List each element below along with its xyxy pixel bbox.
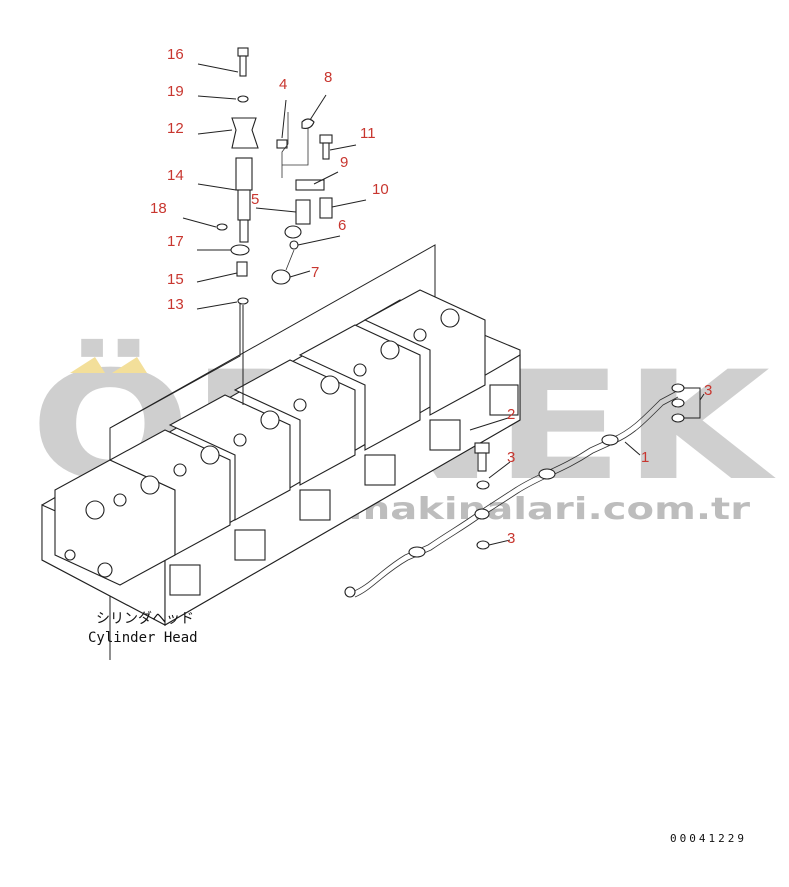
callout-11: 11 bbox=[360, 125, 376, 142]
injector-stack bbox=[216, 47, 259, 405]
washer-3 bbox=[476, 480, 490, 490]
callout-18: 18 bbox=[150, 200, 167, 217]
drawing-number: 00041229 bbox=[670, 832, 747, 845]
exhaust-ports bbox=[169, 384, 519, 596]
seal-6 bbox=[289, 240, 299, 250]
callout-10: 10 bbox=[372, 181, 389, 198]
callout-3-middle: 3 bbox=[507, 449, 515, 466]
fuel-pipe-assembly bbox=[344, 383, 685, 598]
pipe-joint bbox=[601, 434, 619, 446]
callout-9: 9 bbox=[340, 154, 348, 171]
callout-3-bottom: 3 bbox=[507, 530, 515, 547]
callout-2: 2 bbox=[507, 406, 515, 423]
caption-japanese: シリンダヘッド bbox=[96, 611, 194, 627]
washer-19 bbox=[237, 95, 249, 103]
connector-assembly bbox=[271, 112, 333, 285]
nut-4 bbox=[276, 139, 288, 149]
leader-lines bbox=[182, 63, 705, 546]
spacer-10 bbox=[319, 197, 333, 219]
pipe-joint bbox=[408, 546, 426, 558]
callout-17: 17 bbox=[167, 233, 184, 250]
connector-cap-7 bbox=[271, 269, 291, 285]
callout-1: 1 bbox=[641, 449, 649, 466]
washer-3 bbox=[671, 413, 685, 423]
callout-13: 13 bbox=[167, 296, 184, 313]
clamp-12 bbox=[231, 117, 259, 149]
watermark-accent-mark bbox=[112, 357, 147, 373]
pipe-end-fitting bbox=[344, 586, 356, 598]
front-plug bbox=[64, 549, 76, 561]
callout-15: 15 bbox=[167, 271, 184, 288]
callout-8: 8 bbox=[324, 69, 332, 86]
caption-english: Cylinder Head bbox=[88, 630, 198, 646]
callout-numbers: 16 19 12 14 18 17 15 13 4 8 11 9 10 5 6 … bbox=[150, 46, 712, 547]
callout-12: 12 bbox=[167, 120, 184, 137]
o-ring-18 bbox=[216, 223, 228, 231]
front-plug bbox=[97, 562, 113, 578]
seal-17 bbox=[230, 244, 250, 256]
callout-3-top: 3 bbox=[704, 382, 712, 399]
bolt-2 bbox=[474, 442, 490, 454]
cylinder-head-assembly bbox=[41, 244, 521, 660]
bolt-16 bbox=[237, 47, 249, 57]
callout-16: 16 bbox=[167, 46, 184, 63]
valve-ports bbox=[85, 308, 460, 520]
callout-5: 5 bbox=[251, 191, 259, 208]
pipe-joint bbox=[538, 468, 556, 480]
washer-3 bbox=[476, 540, 490, 550]
callout-4: 4 bbox=[279, 76, 287, 93]
bolt-11 bbox=[319, 134, 333, 144]
watermark-accent-mark bbox=[70, 357, 105, 373]
gasket-13 bbox=[237, 297, 249, 305]
sleeve-15 bbox=[236, 261, 248, 277]
callout-14: 14 bbox=[167, 167, 184, 184]
callout-7: 7 bbox=[311, 264, 319, 281]
bracket-9 bbox=[295, 179, 325, 191]
washer-3 bbox=[671, 398, 685, 408]
callout-6: 6 bbox=[338, 217, 346, 234]
fuel-pipe-1 bbox=[351, 391, 676, 593]
grommet bbox=[284, 225, 302, 239]
callout-19: 19 bbox=[167, 83, 184, 100]
injector-14 bbox=[235, 157, 253, 191]
connector-5 bbox=[295, 199, 311, 225]
washer-3 bbox=[671, 383, 685, 393]
clip-8 bbox=[301, 118, 315, 129]
pipe-joint bbox=[474, 508, 490, 520]
